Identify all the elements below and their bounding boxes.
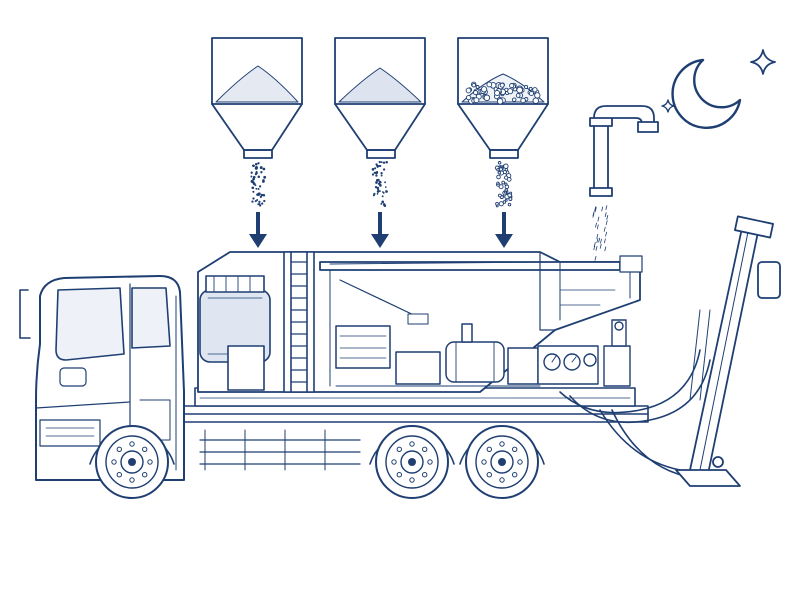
- side-mirror: [19, 289, 31, 339]
- hopper-fine-powder: [211, 37, 303, 159]
- mixer-truck: [19, 215, 781, 499]
- discharge-conveyor: [675, 215, 781, 487]
- water-tank: [199, 275, 271, 391]
- wheels: [89, 425, 545, 499]
- control-panel: [537, 319, 631, 387]
- hopper-aggregate: [457, 37, 549, 159]
- material-hoppers: [211, 37, 549, 248]
- windshield: [55, 287, 125, 361]
- access-ladder: [283, 251, 315, 393]
- crescent-moon-icon: [671, 58, 742, 129]
- powder-pile: [215, 65, 299, 103]
- sparkle-star-icon: [750, 49, 776, 75]
- wheel: [89, 425, 175, 499]
- sand-pile: [338, 67, 422, 103]
- gauge-dial: [583, 353, 597, 367]
- sparkle-star-icon: [661, 99, 675, 113]
- water-supply-pipe: [589, 105, 659, 261]
- hopper-sand: [334, 37, 426, 159]
- down-arrow-icon: [249, 212, 267, 248]
- side-window: [131, 287, 171, 349]
- falling-material-streams: [250, 160, 513, 208]
- down-arrow-icon: [495, 212, 513, 248]
- wheel: [369, 425, 455, 499]
- machinery-block: [335, 323, 541, 387]
- wheel: [459, 425, 545, 499]
- down-arrow-icon: [371, 212, 389, 248]
